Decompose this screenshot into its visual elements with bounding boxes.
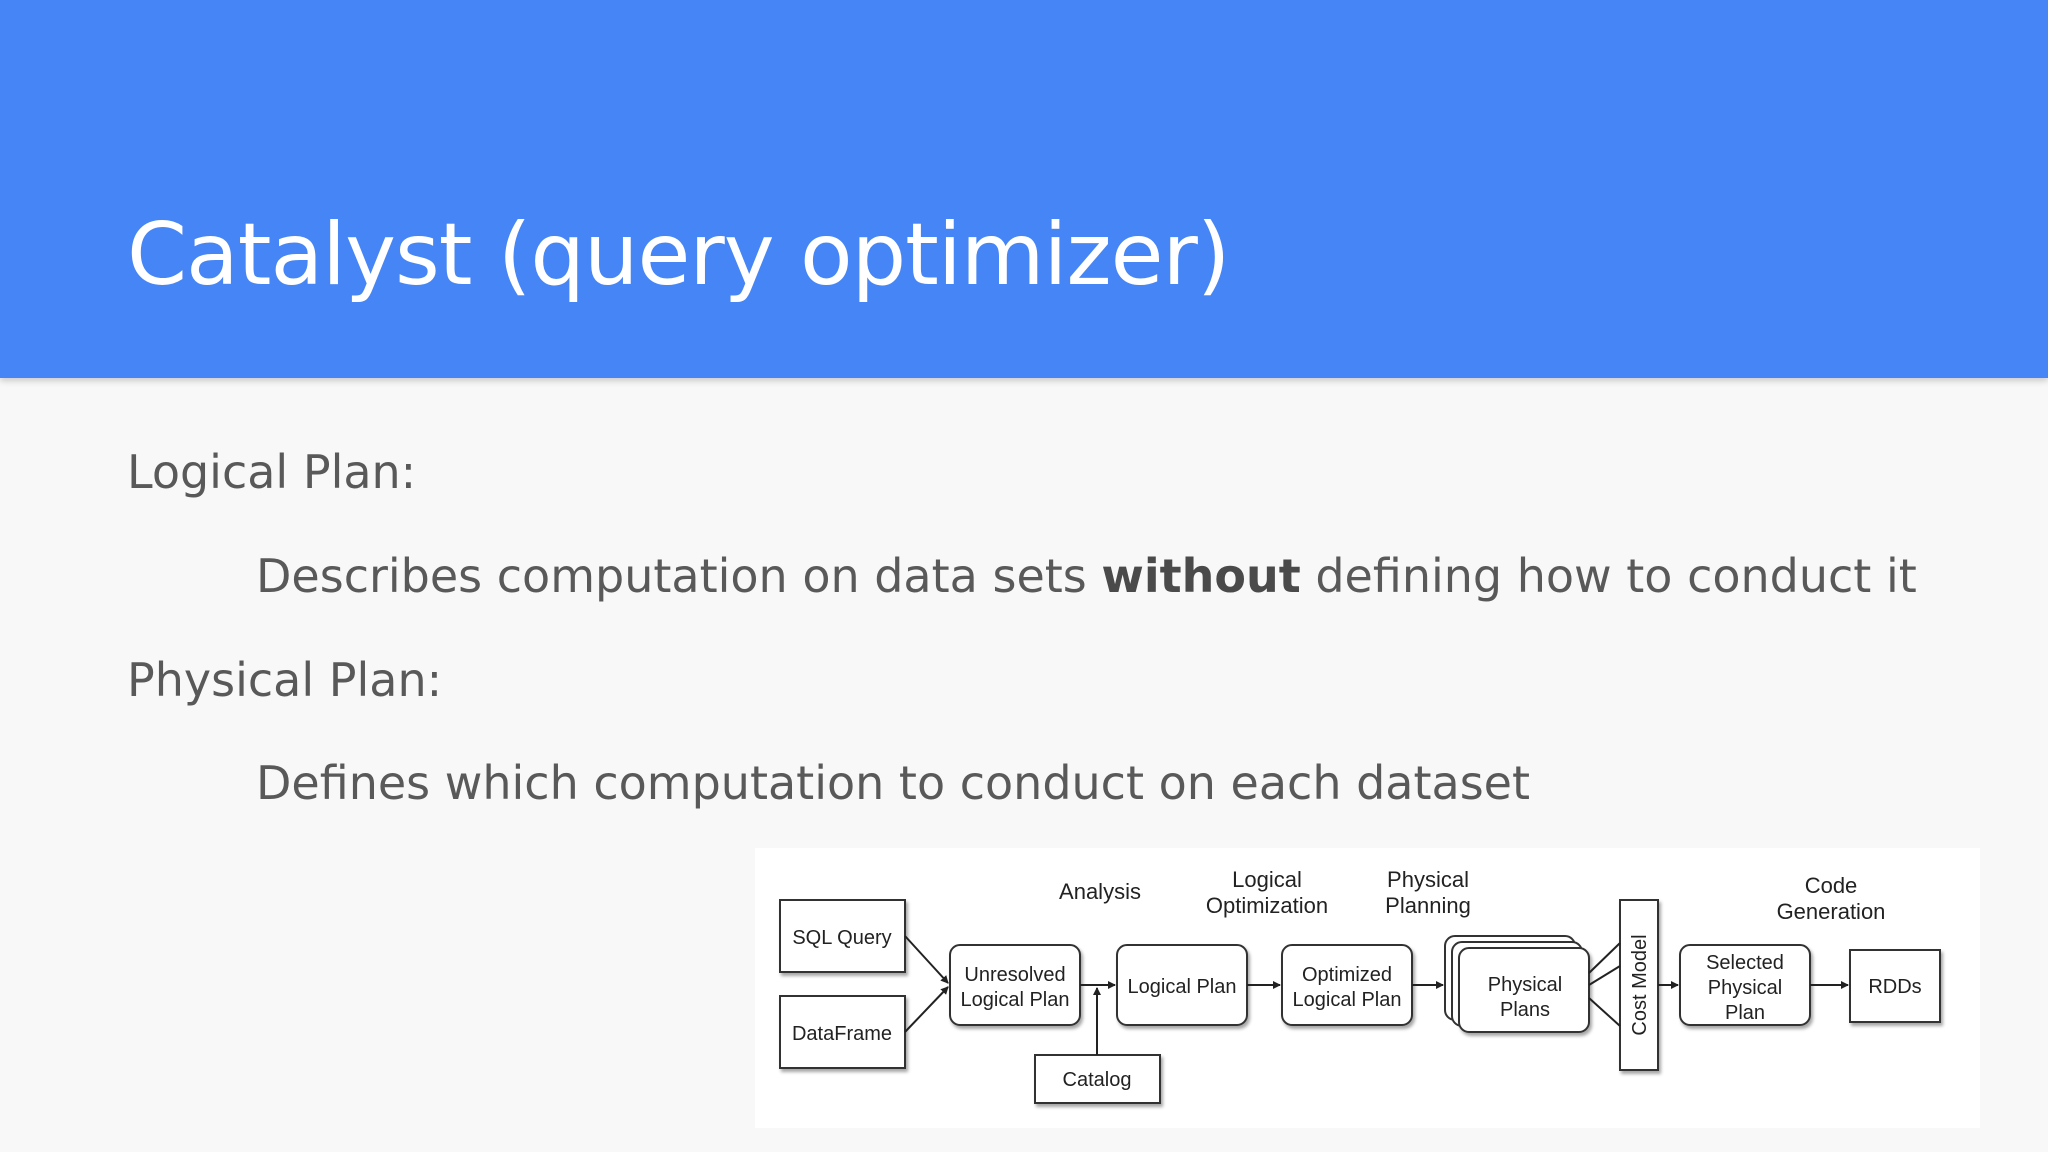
arrow-physical-to-cost-1 <box>1588 942 1621 974</box>
phase-logical-optimization-line1: Logical <box>1232 867 1302 892</box>
selected-label-line3: Plan <box>1725 1002 1765 1024</box>
arrow-physical-to-cost-3 <box>1588 997 1621 1027</box>
dataframe-box <box>779 995 906 1069</box>
logical-plan-node-label: Logical Plan <box>1128 976 1237 998</box>
phase-code-generation-line1: Code <box>1805 873 1858 898</box>
logical-desc-post: defining how to conduct it <box>1300 549 1917 603</box>
logical-plan-label: Logical Plan: <box>127 445 417 499</box>
unresolved-label-line1: Unresolved <box>964 964 1065 986</box>
logical-desc-pre: Describes computation on data sets <box>256 549 1102 603</box>
arrow-sql-to-unresolved <box>904 935 949 984</box>
arrow-physical-to-cost-2 <box>1588 965 1621 986</box>
rdds-label: RDDs <box>1868 976 1921 998</box>
phase-physical-planning-line1: Physical <box>1387 867 1469 892</box>
optimized-label-line2: Logical Plan <box>1293 989 1402 1011</box>
phase-logical-optimization-line2: Optimization <box>1206 893 1328 918</box>
selected-label-line1: Selected <box>1706 952 1784 974</box>
catalyst-pipeline-diagram: Analysis Logical Optimization Physical P… <box>755 848 1980 1128</box>
rdds-box <box>1849 949 1941 1023</box>
logical-plan-description: Describes computation on data sets witho… <box>256 549 1917 603</box>
cost-model-label: Cost Model <box>1629 934 1651 1035</box>
catalog-label: Catalog <box>1063 1069 1132 1091</box>
phase-analysis: Analysis <box>1059 879 1141 904</box>
physical-plans-box <box>1458 947 1590 1033</box>
arrow-dataframe-to-unresolved <box>904 986 949 1033</box>
sql-query-box <box>779 899 906 973</box>
phase-physical-planning-line2: Planning <box>1385 893 1471 918</box>
title-bar: Catalyst (query optimizer) <box>0 0 2048 378</box>
unresolved-label-line2: Logical Plan <box>961 989 1070 1011</box>
phase-code-generation-line2: Generation <box>1777 899 1886 924</box>
physical-plan-description: Defines which computation to conduct on … <box>256 756 1531 810</box>
dataframe-label: DataFrame <box>792 1023 892 1045</box>
physical-plan-label: Physical Plan: <box>127 653 443 707</box>
physical-plans-label-line2: Plans <box>1500 999 1550 1021</box>
optimized-label-line1: Optimized <box>1302 964 1392 986</box>
slide-title: Catalyst (query optimizer) <box>127 205 1230 305</box>
logical-desc-bold: without <box>1101 549 1301 603</box>
catalog-box <box>1034 1054 1161 1104</box>
physical-plans-label-line1: Physical <box>1488 974 1562 996</box>
sql-query-label: SQL Query <box>792 927 891 949</box>
selected-label-line2: Physical <box>1708 977 1782 999</box>
